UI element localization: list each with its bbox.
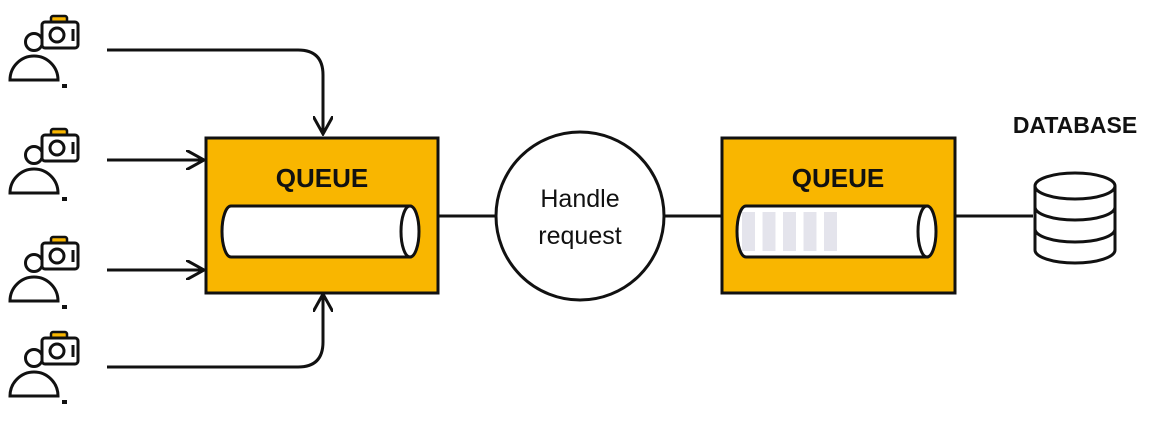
user-camera-icon <box>8 235 80 311</box>
request-handler: Handle request <box>494 130 666 302</box>
queue-in-title: QUEUE <box>276 163 368 193</box>
handler-label-line1: Handle <box>540 185 619 213</box>
database-icon <box>1033 171 1117 265</box>
queue-out-messages <box>742 212 837 251</box>
client-4 <box>8 330 80 406</box>
queue-in: QUEUE <box>204 136 440 295</box>
client-1 <box>8 14 80 90</box>
user-camera-icon <box>8 14 80 90</box>
client-1-arrow <box>107 48 323 134</box>
queue-out: QUEUE <box>720 136 957 295</box>
queue-in-pipe <box>220 204 421 259</box>
queued-message <box>824 212 837 251</box>
user-camera-icon <box>8 127 80 203</box>
queued-message <box>742 212 755 251</box>
handler-circle <box>494 130 666 302</box>
user-camera-icon <box>8 330 80 406</box>
queued-message <box>803 212 817 251</box>
client-3 <box>8 235 80 311</box>
queue-out-pipe <box>735 204 938 259</box>
handler-label-line2: request <box>538 222 621 250</box>
client-4-arrow <box>107 294 323 369</box>
queued-message <box>762 212 776 251</box>
queue-out-title: QUEUE <box>792 163 884 193</box>
database-title: DATABASE <box>1013 112 1137 138</box>
queued-message <box>783 212 796 251</box>
client-2 <box>8 127 80 203</box>
database: DATABASE <box>1013 112 1137 265</box>
